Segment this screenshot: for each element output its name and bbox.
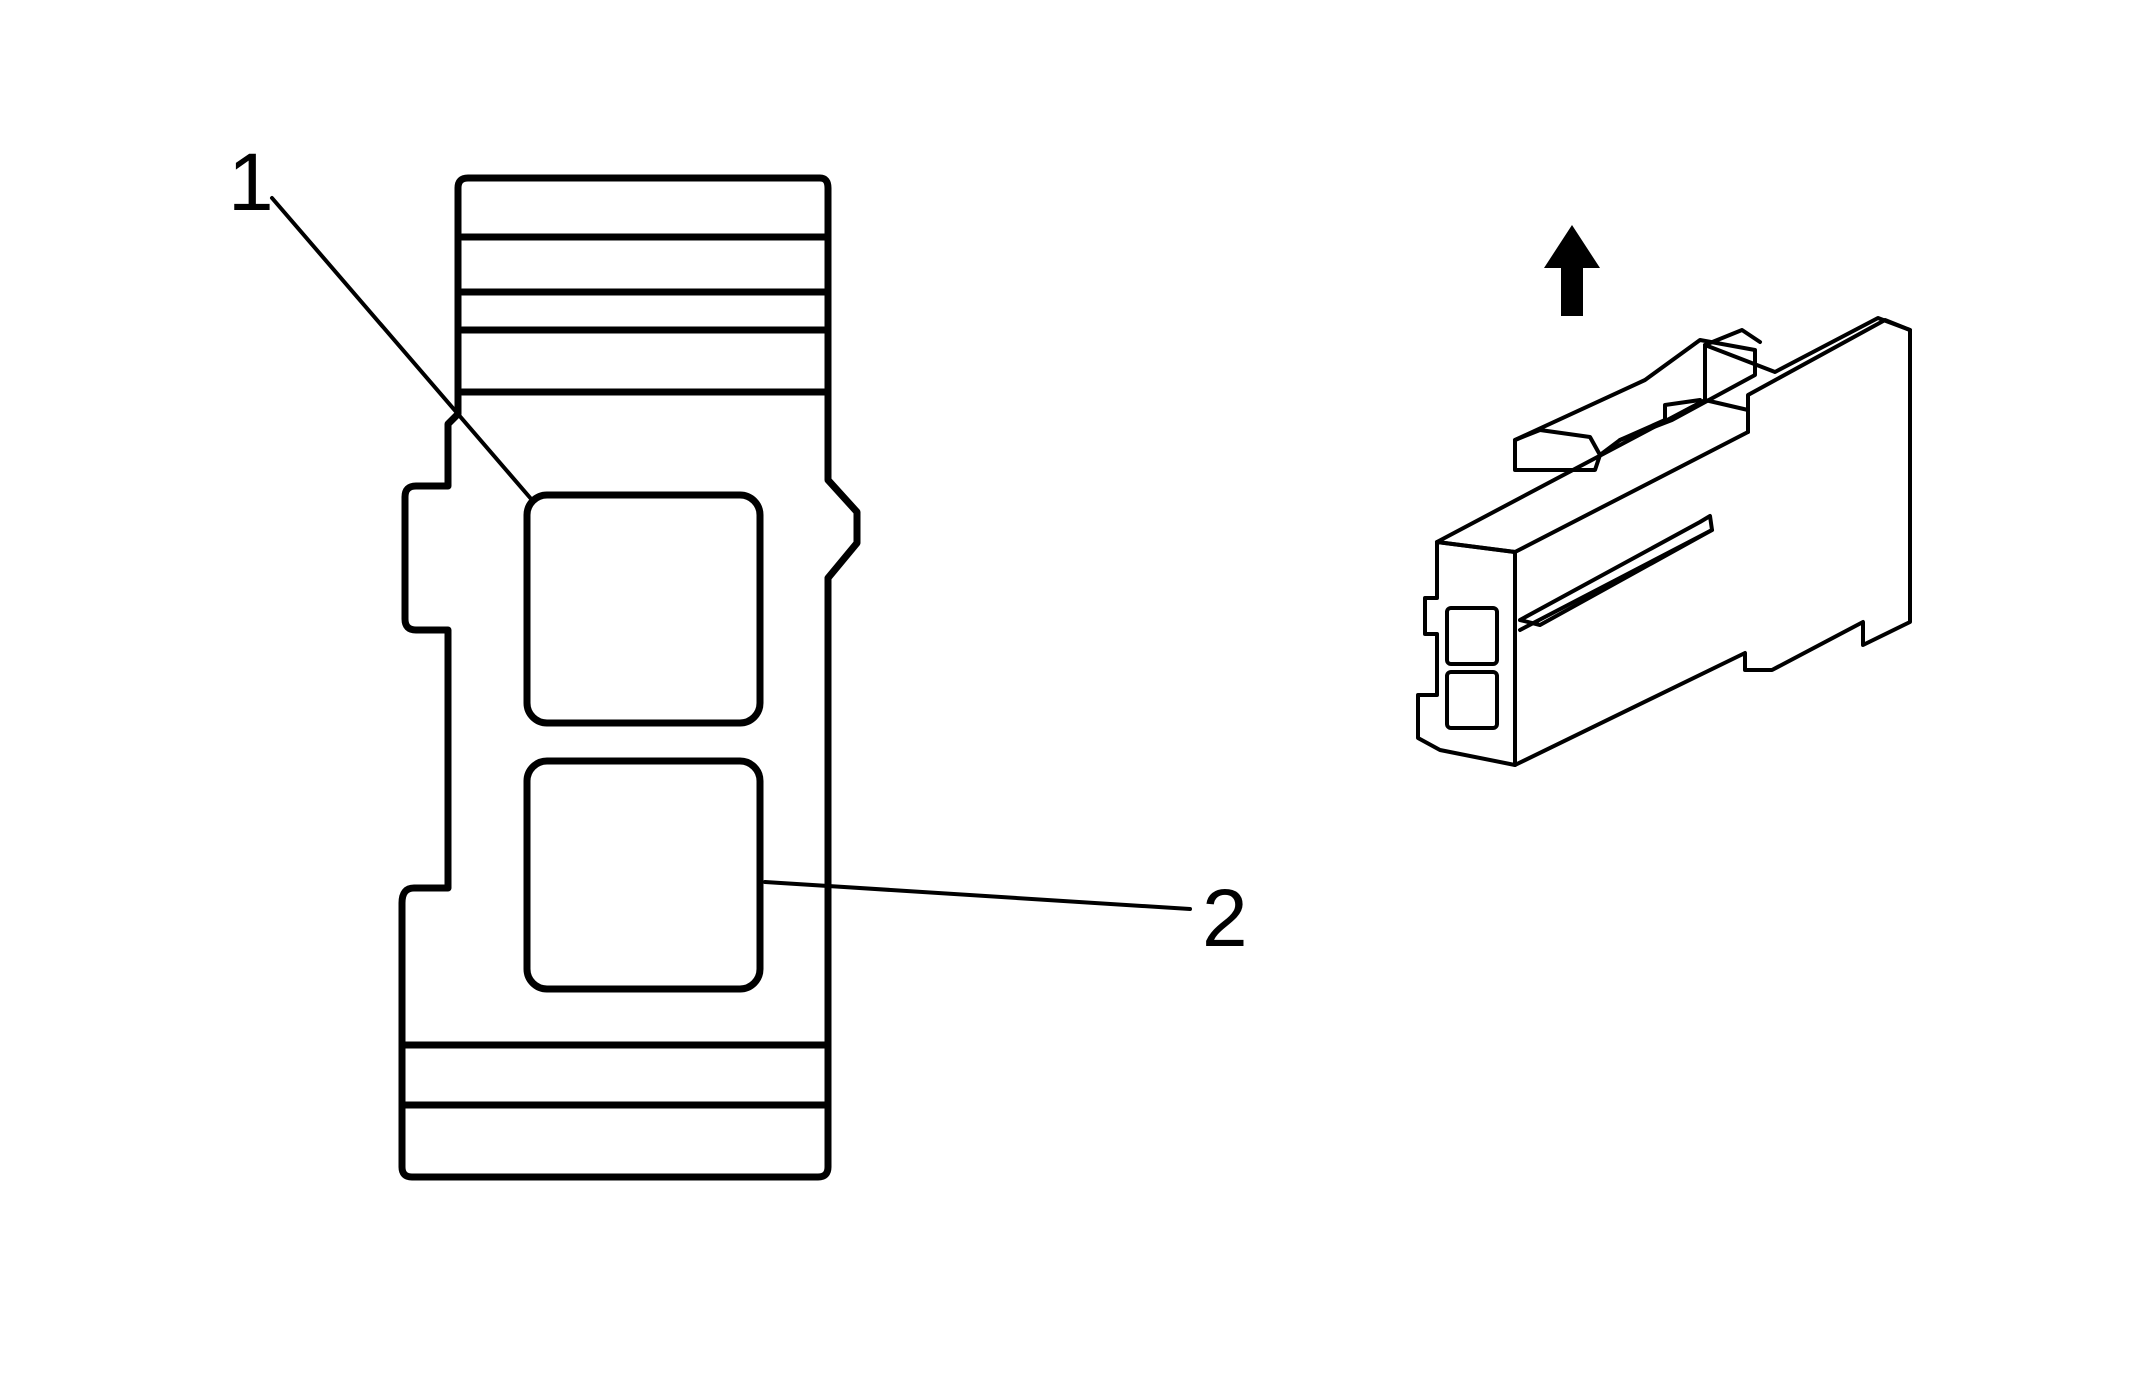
leader-line-2 <box>763 880 1192 911</box>
leader-lines <box>270 196 1192 911</box>
locking-tab-slot <box>1618 398 1702 442</box>
leader-line-1 <box>270 196 534 502</box>
side-guide-rail <box>1518 514 1714 627</box>
front-cavity-lower <box>1445 670 1499 730</box>
side-guide-rail-lower <box>1518 528 1714 632</box>
up-arrow-icon <box>1544 225 1600 316</box>
callout-number-1: 1 <box>228 137 274 228</box>
connector-isometric-view <box>1416 316 1912 767</box>
locking-tab-top <box>1513 428 1602 457</box>
housing-top-face <box>1435 398 1750 554</box>
connector-body-outline <box>398 174 861 1181</box>
latch-ramp <box>1703 328 1762 347</box>
callout-number-2: 2 <box>1202 873 1248 964</box>
housing-front-face <box>1416 540 1517 767</box>
latch-body <box>1703 316 1912 402</box>
housing-side-face <box>1513 318 1912 767</box>
terminal-cavity-2 <box>523 757 764 993</box>
front-cavity-upper <box>1445 606 1499 666</box>
locking-tab <box>1513 338 1757 472</box>
terminal-cavity-1 <box>523 491 764 727</box>
connector-face-view <box>398 174 861 1181</box>
